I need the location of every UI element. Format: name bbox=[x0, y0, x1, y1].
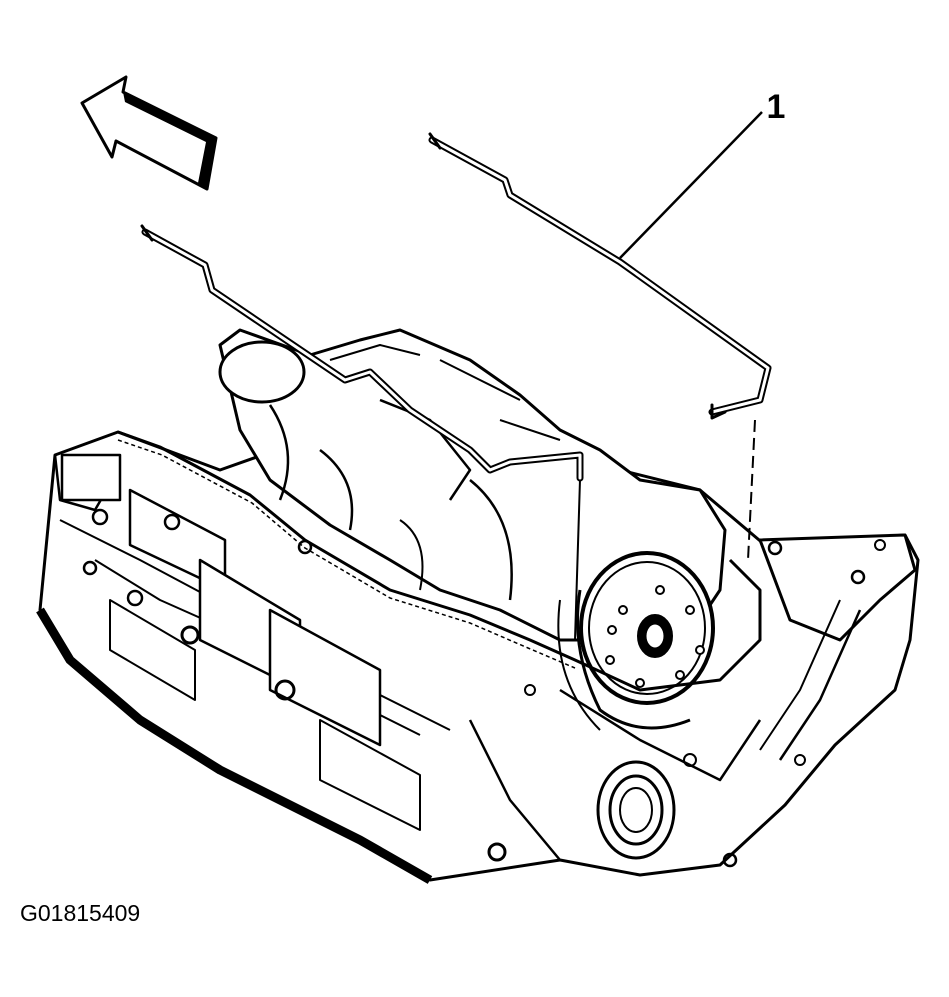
figure-id: G01815409 bbox=[20, 900, 140, 926]
gasket-upper bbox=[428, 132, 772, 420]
gasket-lower bbox=[140, 224, 584, 482]
callout-1: 1 bbox=[619, 88, 786, 259]
crankshaft bbox=[218, 328, 727, 731]
callout-number: 1 bbox=[767, 88, 786, 126]
alignment-lines bbox=[574, 419, 756, 641]
direction-arrow-icon bbox=[80, 75, 218, 191]
installed-gasket-outline bbox=[117, 430, 762, 692]
callout-leader-line bbox=[619, 111, 763, 259]
